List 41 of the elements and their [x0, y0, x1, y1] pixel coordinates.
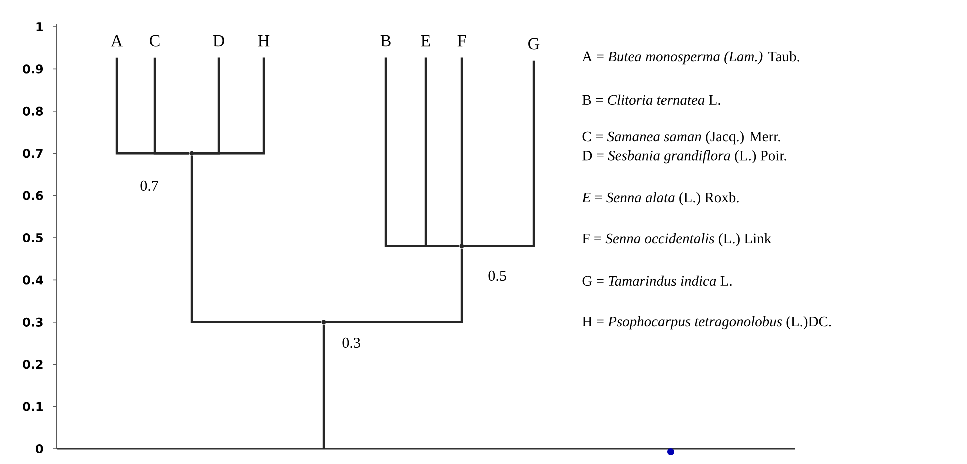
species-key: G = Tamarindus indica L.: [582, 276, 732, 286]
leaf-label: C: [150, 35, 160, 47]
tick-label: 0.4: [23, 276, 44, 285]
species-key: A = Butea monosperma (Lam.) Taub.: [582, 51, 800, 65]
dendrogram-branch: [424, 58, 460, 248]
species-key: B = Clitoria ternatea L.: [582, 94, 720, 106]
leaf-label: H: [258, 35, 270, 47]
tick-label: 0.7: [23, 149, 43, 158]
dendrogram-branch: [464, 60, 536, 248]
junction-point: [322, 320, 326, 325]
species-key: C = Samanea saman (Jacq.) Merr.: [582, 131, 780, 145]
tick-label: 0.5: [23, 233, 43, 243]
leaf-label: D: [213, 35, 224, 47]
height-label: 0.5: [488, 270, 506, 282]
species-key: F = Senna occidentalis (L.) Link: [582, 233, 772, 247]
height-label: 0.3: [342, 338, 360, 348]
tick-label: 0.6: [23, 191, 44, 200]
junction-point: [460, 244, 464, 249]
leaf-label: G: [528, 38, 540, 50]
leaf-label: F: [458, 35, 466, 47]
leaf-label: A: [111, 35, 124, 47]
dendrogram-branch: [322, 324, 326, 449]
tick-label: 0.3: [23, 318, 43, 327]
dendrogram-branch: [326, 248, 464, 324]
dendrogram-branch: [460, 58, 464, 246]
height-label: 0.7: [140, 180, 158, 192]
tick-label: 0.8: [23, 106, 44, 116]
tick-label: 0.2: [23, 360, 43, 370]
tick-label: 1: [36, 22, 43, 32]
leaf-label: E: [421, 35, 430, 47]
junction-point: [190, 151, 194, 156]
leaf-label: B: [380, 35, 391, 47]
tick-label: 0: [36, 444, 44, 454]
dendrogram-branch: [190, 156, 322, 324]
species-key: E = Senna alata (L.) Roxb.: [582, 192, 739, 206]
species-key: H = Psophocarpus tetragonolobus (L.)DC.: [582, 316, 832, 330]
species-key: D = Sesbania grandiflora (L.) Poir.: [582, 150, 786, 164]
dendrogram-branch: [154, 58, 190, 155]
tick-label: 0.1: [23, 402, 43, 412]
dendrogram-branch: [194, 58, 266, 155]
tick-label: 0.9: [23, 64, 44, 74]
